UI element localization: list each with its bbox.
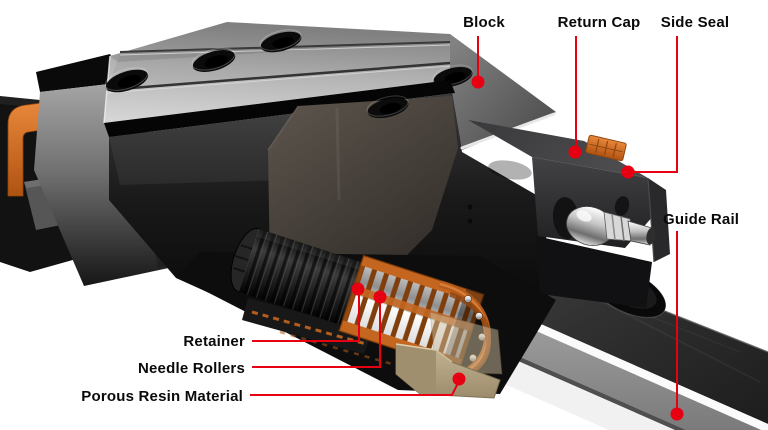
callout-dots [351, 75, 684, 421]
seal-screw-hole [614, 196, 630, 216]
callout-dot-guide-rail [670, 407, 684, 421]
block-top-right-surface [450, 34, 556, 150]
label-block: Block [463, 14, 505, 31]
callout-dot-porous-resin [452, 372, 466, 386]
callout-dot-block [471, 75, 485, 89]
grease-nipple-illustration [552, 197, 656, 246]
callout-line-porous-resin [250, 380, 460, 396]
block-top-surface [103, 22, 451, 124]
callout-dot-return-cap [568, 145, 582, 159]
cap-recess [488, 160, 532, 180]
callout-line-retainer [252, 291, 360, 342]
label-retainer: Retainer [183, 333, 245, 350]
label-needle-rollers: Needle Rollers [137, 360, 245, 377]
roller-cage-cylinder-illustration [230, 228, 372, 329]
callout-dot-side-seal [621, 165, 635, 179]
label-side-seal: Side Seal [660, 14, 730, 31]
callout-lines [250, 36, 678, 412]
porous-resin-illustration [395, 311, 503, 399]
callout-dot-retainer [351, 282, 365, 296]
label-porous-resin: Porous Resin Material [81, 388, 243, 405]
grease-port-tab [585, 134, 627, 162]
label-guide-rail: Guide Rail [663, 211, 740, 228]
callout-line-side-seal [634, 36, 678, 173]
label-return-cap: Return Cap [557, 14, 641, 31]
callout-dot-needle-rollers [373, 290, 387, 304]
callout-line-needle-rollers [252, 299, 381, 368]
